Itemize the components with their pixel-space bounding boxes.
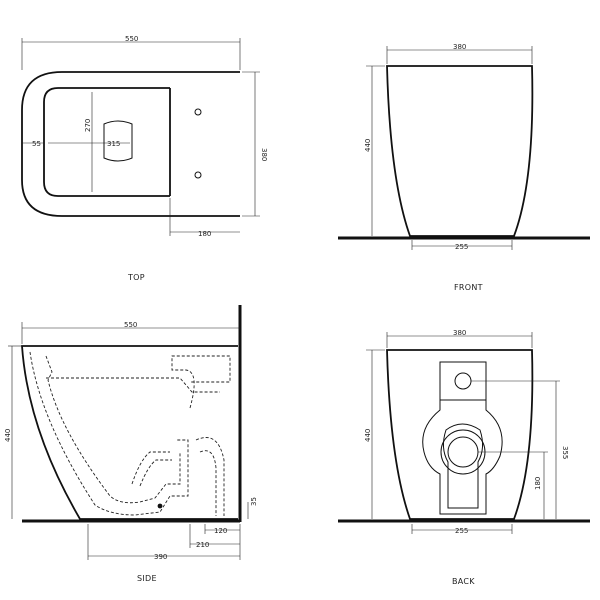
- top-bowl: [103, 120, 133, 162]
- side-dim-120: 120: [214, 527, 227, 535]
- side-dim-35: 35: [250, 497, 258, 506]
- top-dim-bowl: 315: [107, 140, 120, 148]
- back-outlet-housing: [422, 399, 503, 515]
- front-view: 380 440 255 FRONT: [338, 43, 590, 292]
- top-outline: [21, 71, 240, 217]
- side-dim-outlet: 390: [154, 553, 167, 561]
- side-dim-height: 440: [4, 429, 12, 442]
- back-dim-inlet: 355: [561, 446, 569, 459]
- top-view-label: TOP: [127, 273, 145, 282]
- back-dim-height: 440: [364, 429, 372, 442]
- back-outline: [386, 349, 534, 520]
- top-bolt-hole: [194, 108, 202, 116]
- side-view: 550 440 35 120 210 390 SIDE: [4, 305, 258, 583]
- top-dim-inner: 270: [84, 119, 92, 132]
- top-inner-rim: [43, 87, 170, 197]
- side-trap-bend: [46, 355, 231, 409]
- front-outline: [386, 65, 534, 237]
- top-dim-offset: 55: [32, 140, 41, 148]
- side-dim-210: 210: [196, 541, 209, 549]
- front-dim-height: 440: [364, 139, 372, 152]
- front-dim-width: 380: [453, 43, 466, 51]
- top-dim-width: 550: [125, 35, 138, 43]
- top-dim-rear: 180: [198, 230, 211, 238]
- top-bolt-hole: [194, 171, 202, 179]
- front-view-label: FRONT: [454, 283, 483, 292]
- back-outlet: [447, 436, 479, 468]
- side-outline: [21, 345, 238, 520]
- back-view-label: BACK: [452, 577, 475, 586]
- back-dim-outlet: 180: [534, 477, 542, 490]
- side-outlet-marker: [157, 503, 163, 509]
- side-trap-outlet: [131, 437, 225, 516]
- back-dim-base: 255: [455, 527, 468, 535]
- side-view-label: SIDE: [137, 574, 157, 583]
- top-view: 550 380 270 315 55 180 TOP: [21, 35, 268, 282]
- side-trap: [29, 351, 189, 516]
- side-dim-width: 550: [124, 321, 137, 329]
- back-outlet-inner: [442, 423, 484, 509]
- back-view: 380 440 355 180 255 BACK: [338, 329, 590, 586]
- top-dim-depth: 380: [260, 148, 268, 161]
- back-dim-width: 380: [453, 329, 466, 337]
- back-inlet: [454, 372, 472, 390]
- front-dim-base: 255: [455, 243, 468, 251]
